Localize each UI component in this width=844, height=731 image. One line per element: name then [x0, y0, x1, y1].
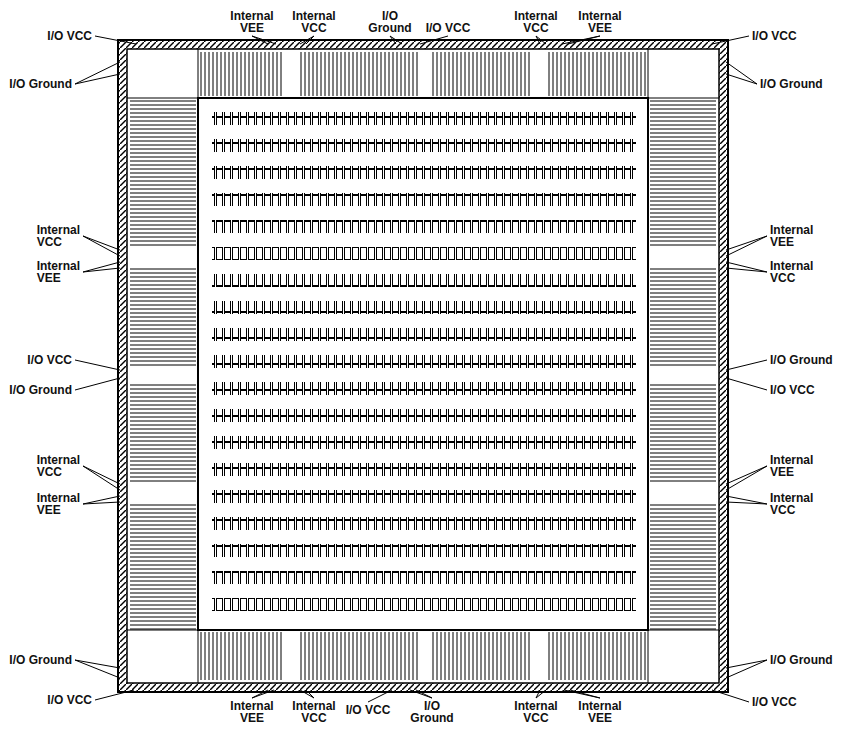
- leader-line: [306, 36, 314, 44]
- leader-line: [300, 36, 314, 44]
- leader-line: [416, 690, 432, 698]
- pin-label: I/O Ground: [368, 10, 411, 34]
- leader-line: [75, 74, 120, 84]
- leader-line: [726, 496, 767, 504]
- leader-line: [75, 660, 120, 668]
- pin-label: Internal VEE: [578, 10, 621, 34]
- leader-line: [712, 36, 749, 44]
- pin-label: Internal VCC: [770, 492, 813, 516]
- leader-line: [726, 466, 767, 484]
- leader-line: [420, 36, 448, 44]
- pin-label: Internal VCC: [37, 224, 80, 248]
- pin-label: I/O VCC: [426, 22, 471, 34]
- pin-label: I/O VCC: [346, 704, 391, 716]
- leader-line: [726, 360, 767, 370]
- leader-line: [564, 690, 600, 698]
- leader-line: [83, 496, 120, 504]
- leader-line: [726, 660, 767, 668]
- leader-line: [712, 690, 749, 702]
- leader-line: [83, 262, 120, 272]
- leader-line: [300, 690, 314, 698]
- leader-line: [83, 466, 120, 490]
- leader-line: [95, 690, 134, 700]
- leader-line: [410, 690, 432, 698]
- pin-label: I/O Ground: [9, 654, 72, 666]
- pin-label: Internal VCC: [292, 10, 335, 34]
- pin-label: Internal VEE: [770, 224, 813, 248]
- pin-label: I/O Ground: [9, 384, 72, 396]
- leader-line: [726, 74, 757, 84]
- pin-label: Internal VEE: [230, 700, 273, 724]
- pin-label: I/O Ground: [760, 78, 823, 90]
- pin-label: Internal VCC: [514, 10, 557, 34]
- pin-label: I/O Ground: [410, 700, 453, 724]
- pin-label: I/O VCC: [47, 30, 92, 42]
- leader-line: [536, 36, 546, 44]
- leader-line: [252, 690, 274, 698]
- leader-line: [83, 268, 120, 272]
- leader-line: [726, 236, 767, 250]
- leader-line: [726, 378, 767, 390]
- pin-label: Internal VEE: [37, 260, 80, 284]
- pin-label: Internal VCC: [292, 700, 335, 724]
- pin-label: Internal VEE: [230, 10, 273, 34]
- leader-line: [726, 502, 767, 504]
- leader-line: [726, 62, 757, 84]
- leader-line: [252, 36, 276, 44]
- leader-line: [726, 466, 767, 490]
- leader-line: [83, 236, 120, 256]
- leader-line: [306, 690, 314, 698]
- pin-label: Internal VCC: [37, 454, 80, 478]
- leader-line: [75, 378, 120, 390]
- leader-line: [536, 690, 546, 698]
- pin-label: I/O VCC: [752, 30, 797, 42]
- pin-label: Internal VEE: [37, 492, 80, 516]
- pin-label: Internal VEE: [578, 700, 621, 724]
- leader-line: [390, 36, 402, 44]
- leader-line: [83, 502, 120, 504]
- pin-label: Internal VEE: [770, 454, 813, 478]
- leader-line: [75, 660, 120, 678]
- leader-line: [83, 466, 120, 484]
- leader-line: [726, 660, 767, 678]
- pin-label: Internal VCC: [514, 700, 557, 724]
- leader-line: [75, 62, 120, 84]
- leader-line: [726, 268, 767, 272]
- leader-line: [568, 36, 600, 44]
- leader-line: [75, 360, 120, 370]
- leader-line: [95, 36, 136, 44]
- leader-line: [368, 690, 392, 702]
- leader-line: [562, 36, 600, 44]
- pin-label: I/O VCC: [752, 696, 797, 708]
- pin-label: I/O VCC: [27, 354, 72, 366]
- pin-label: I/O VCC: [47, 694, 92, 706]
- pin-label: I/O Ground: [770, 354, 833, 366]
- pin-label: I/O Ground: [770, 654, 833, 666]
- pin-label: Internal VCC: [770, 260, 813, 284]
- leader-line: [570, 690, 600, 698]
- leader-line: [726, 236, 767, 256]
- leader-line: [726, 262, 767, 272]
- leader-line: [83, 236, 120, 250]
- pin-label: I/O VCC: [770, 384, 815, 396]
- pin-label: I/O Ground: [9, 78, 72, 90]
